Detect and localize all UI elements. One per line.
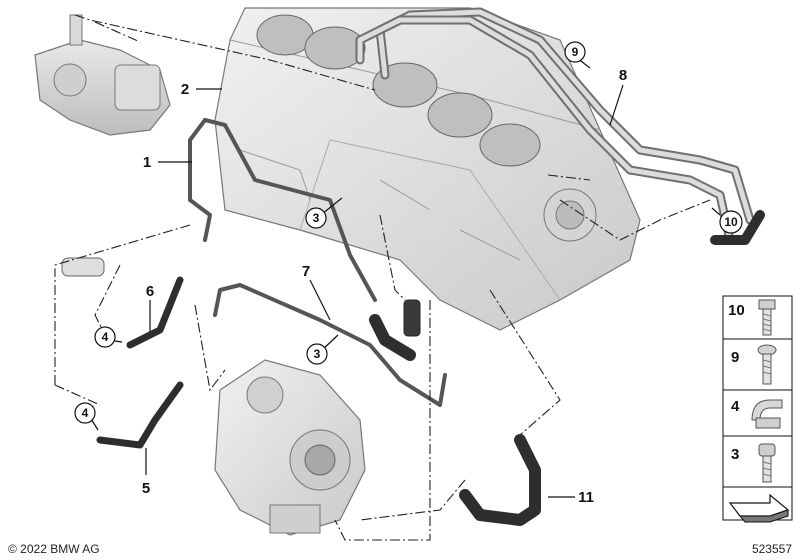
leader-lines [54, 14, 711, 541]
direction-arrow-icon [728, 493, 790, 523]
engine-block [214, 7, 641, 331]
socket-bolt-icon [758, 443, 776, 483]
callout-lines [87, 57, 721, 498]
callout-5: 5 [142, 480, 150, 497]
callout-7: 7 [302, 263, 310, 280]
svg-text:9: 9 [572, 45, 579, 59]
legend-item-4: 4 [731, 398, 783, 429]
cylinder-bores [256, 14, 541, 167]
copyright-text: © 2022 BMW AG [8, 542, 100, 556]
coolant-housing [34, 14, 171, 136]
hoses [96, 7, 765, 526]
callout-8: 8 [619, 67, 627, 84]
circled-callout-3-lower: 3 [306, 343, 328, 365]
legend-item-10: 10 [728, 299, 776, 336]
diagram-number: 523557 [752, 542, 792, 556]
svg-text:4: 4 [82, 406, 89, 420]
hose-clamp-icon [751, 399, 783, 429]
circled-callout-3-upper: 3 [305, 207, 327, 229]
svg-text:9: 9 [731, 349, 739, 366]
circled-callout-4-lower: 4 [74, 402, 96, 424]
legend-item-3: 3 [731, 443, 776, 483]
bolt-icon [758, 299, 776, 336]
screw-icon [757, 344, 777, 385]
circled-callout-10: 10 [719, 210, 743, 234]
callout-6: 6 [146, 283, 154, 300]
callout-2: 2 [181, 81, 189, 98]
svg-text:10: 10 [724, 215, 738, 229]
circled-callouts: 9 10 3 3 4 4 [74, 41, 743, 424]
turbocharger [214, 359, 366, 536]
svg-text:3: 3 [731, 446, 739, 463]
svg-text:10: 10 [728, 302, 745, 319]
legend-panel: 10 9 4 [722, 295, 793, 523]
callout-11: 11 [578, 489, 594, 506]
legend-item-9: 9 [731, 344, 777, 385]
fittings [61, 257, 421, 337]
svg-text:4: 4 [102, 330, 109, 344]
svg-text:3: 3 [314, 347, 321, 361]
circled-callout-4-upper: 4 [94, 326, 116, 348]
callout-labels: 1 2 5 6 7 8 11 [142, 67, 627, 506]
callout-1: 1 [143, 154, 151, 171]
circled-callout-9: 9 [564, 41, 586, 63]
svg-text:4: 4 [731, 398, 740, 415]
svg-text:3: 3 [313, 211, 320, 225]
